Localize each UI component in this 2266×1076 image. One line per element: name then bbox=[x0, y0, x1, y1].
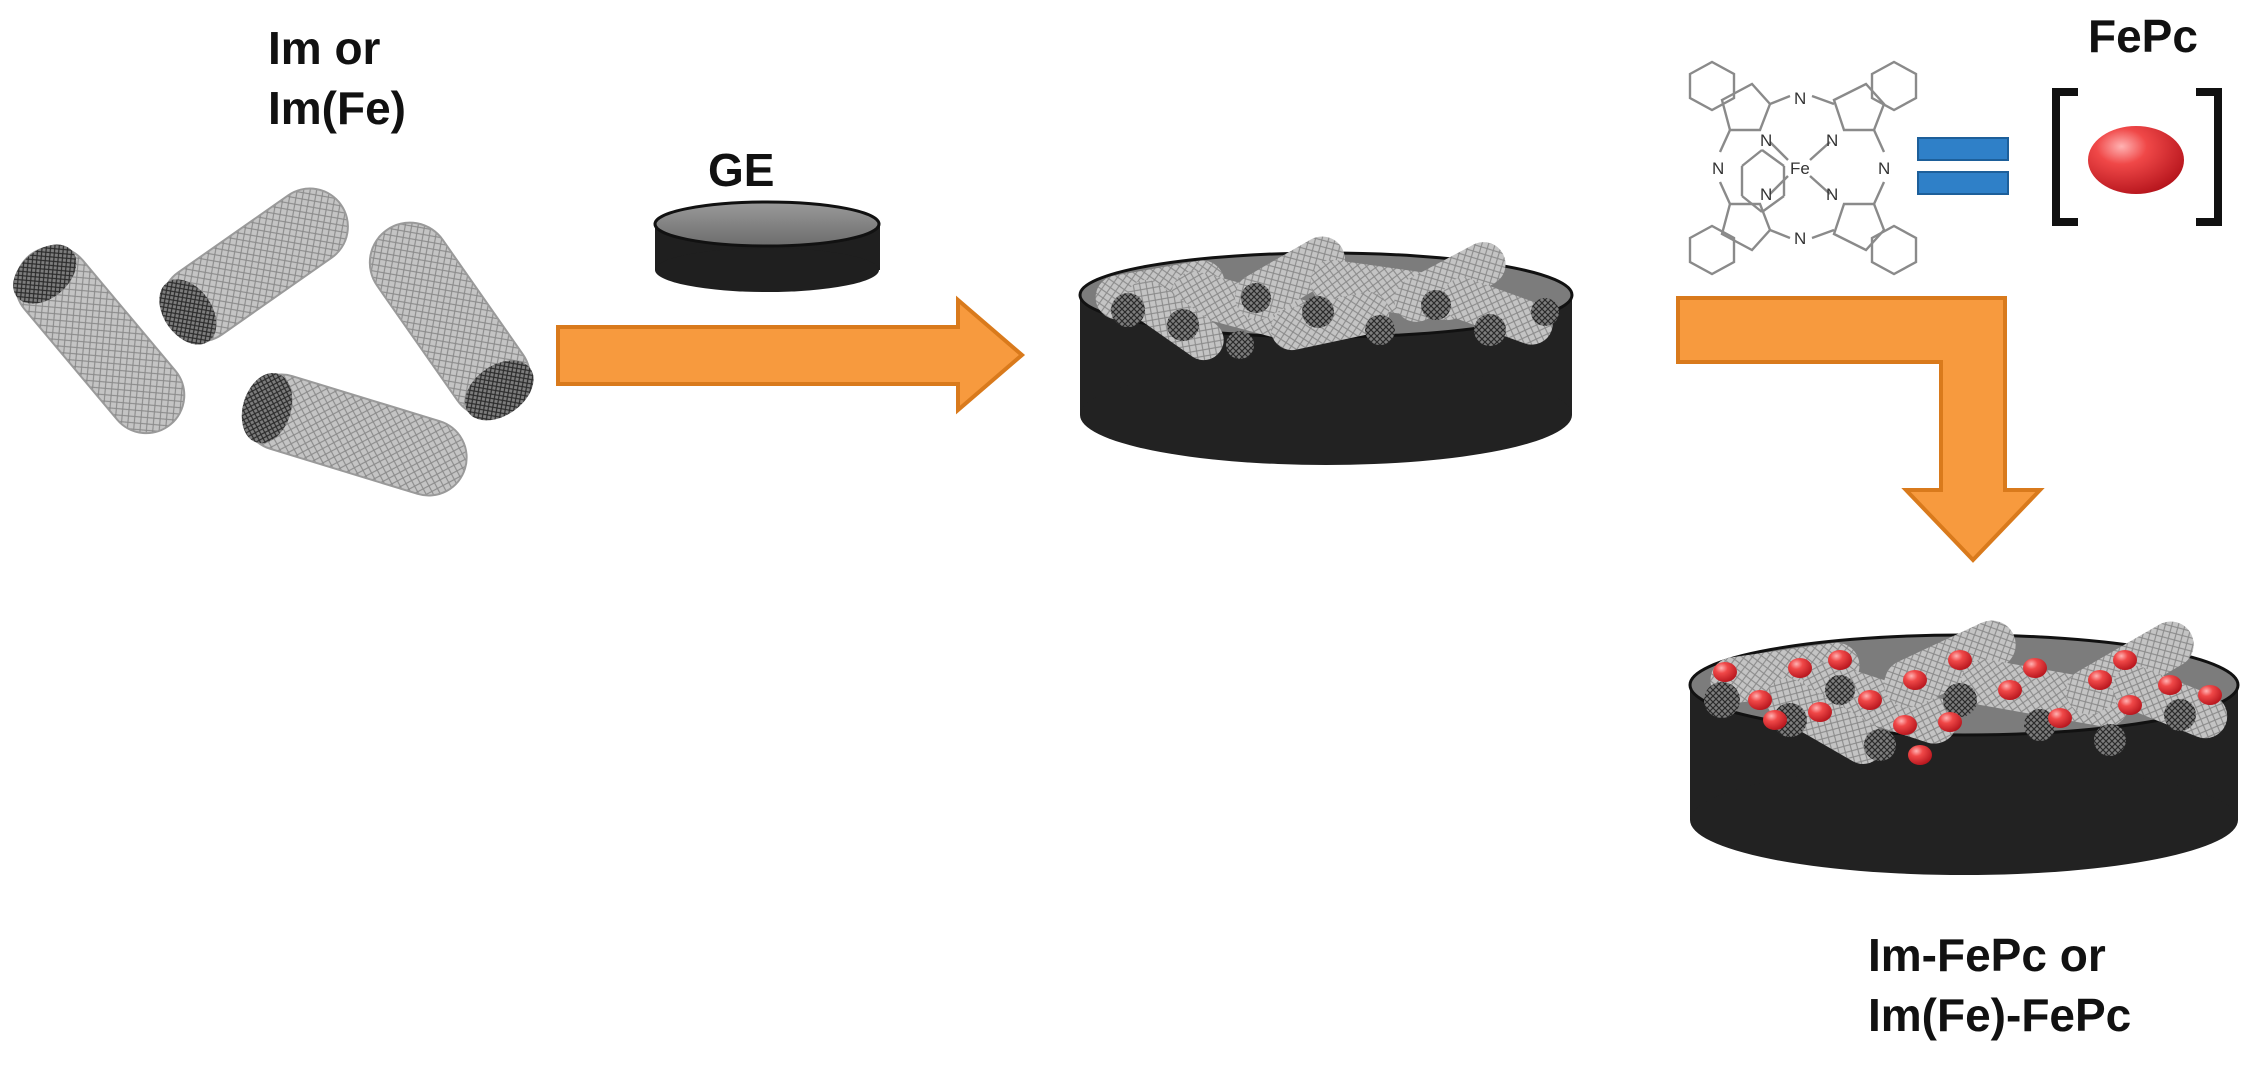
atom-n-inner: N bbox=[1760, 131, 1772, 150]
label-electrode: GE bbox=[708, 140, 774, 200]
arrow-right bbox=[556, 295, 1026, 415]
label-final-line2: Im(Fe)-FePc bbox=[1868, 989, 2132, 1041]
electrode-with-nanotubes bbox=[1078, 236, 1574, 465]
arrow-down-right bbox=[1676, 296, 2045, 563]
atom-n-inner: N bbox=[1760, 185, 1772, 204]
electrode-icon bbox=[653, 200, 881, 292]
electrode-final bbox=[1688, 620, 2240, 875]
label-electrode-text: GE bbox=[708, 144, 775, 196]
fepc-molecule-icon bbox=[1688, 60, 1918, 276]
nanotube-layer bbox=[1095, 236, 1559, 361]
nanotube-icon bbox=[368, 221, 534, 421]
atom-n-bridge: N bbox=[1878, 159, 1890, 178]
fepc-particle-icon bbox=[2088, 126, 2184, 194]
fepc-molecule-atoms: Fe N N N N N N N N bbox=[1712, 89, 1890, 248]
label-final-line1: Im-FePc or bbox=[1868, 929, 2106, 981]
label-final-material: Im-FePc or Im(Fe)-FePc bbox=[1868, 925, 2131, 1045]
equals-sign bbox=[1917, 137, 2009, 195]
nanotube-group-start bbox=[13, 187, 534, 497]
atom-n-bridge: N bbox=[1794, 229, 1806, 248]
nanotube-icon bbox=[159, 187, 349, 345]
label-fepc: FePc bbox=[2088, 6, 2198, 66]
label-start-line2: Im(Fe) bbox=[268, 82, 406, 134]
nanotube-icon bbox=[13, 244, 186, 435]
atom-n-inner: N bbox=[1826, 185, 1838, 204]
atom-n-bridge: N bbox=[1712, 159, 1724, 178]
nanotube-icon bbox=[241, 372, 468, 497]
atom-n-inner: N bbox=[1826, 131, 1838, 150]
label-start-line1: Im or bbox=[268, 22, 381, 74]
atom-n-bridge: N bbox=[1794, 89, 1806, 108]
fepc-particles bbox=[1713, 650, 2222, 765]
label-start-material: Im or Im(Fe) bbox=[268, 18, 406, 138]
fepc-bracket-group bbox=[2052, 88, 2222, 226]
label-fepc-text: FePc bbox=[2088, 10, 2198, 62]
atom-fe: Fe bbox=[1790, 159, 1810, 178]
